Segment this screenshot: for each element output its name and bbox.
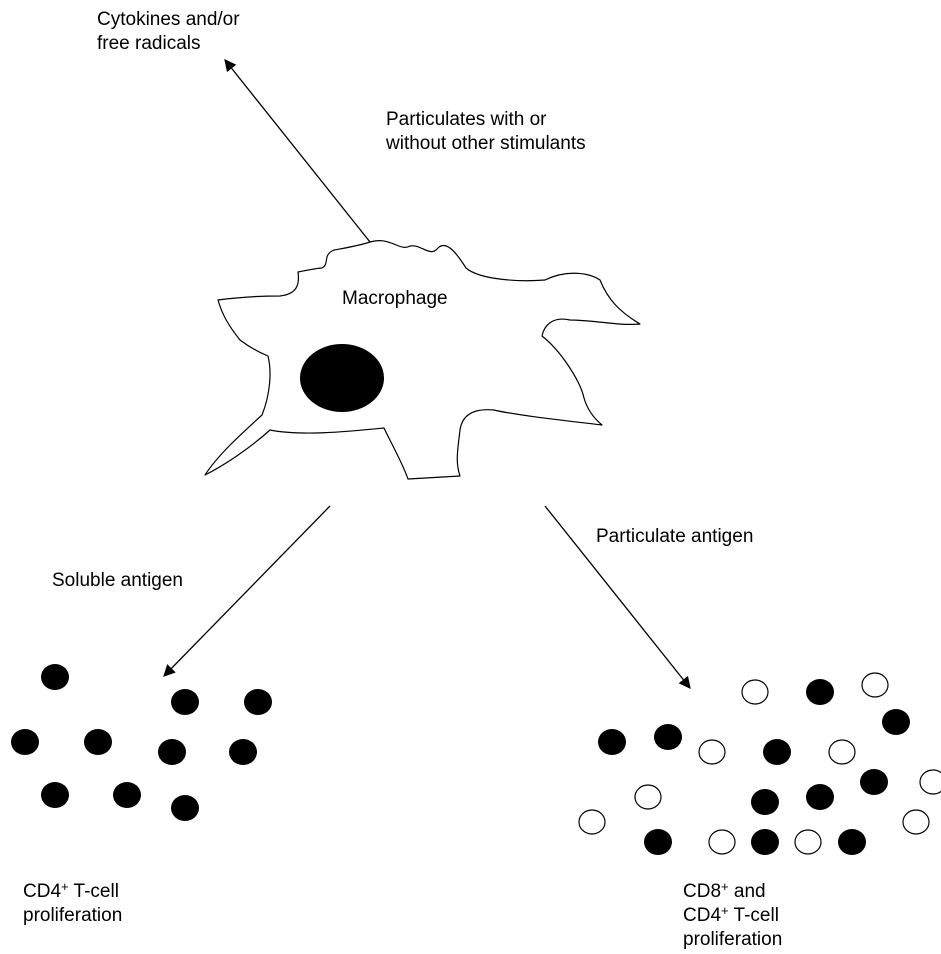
superscript-plus: + [721,879,729,894]
open-cell [578,809,606,835]
macrophage-label: Macrophage [342,288,448,309]
cd8-proliferation-line2: CD4+ T-cell [683,904,782,928]
cd8-term: CD8 [683,881,722,902]
filled-cell [654,724,682,750]
cd4-term: CD4 [683,905,722,926]
cd8-proliferation-line1: CD8+ and [683,880,782,904]
filled-cell [113,782,141,808]
arrow-to-cytokines [224,59,371,243]
t-cell-term: T-cell [68,881,119,902]
t-cell-term: T-cell [728,905,779,926]
open-cell [794,829,822,855]
soluble-antigen-label: Soluble antigen [52,570,183,591]
filled-cell [644,829,672,855]
filled-cell [860,769,888,795]
filled-cell [806,784,834,810]
cd8-proliferation-line3: proliferation [683,929,783,950]
stimulants-label-line1: Particulates with or [386,109,547,130]
filled-cell [84,729,112,755]
filled-cell [806,679,834,705]
arrow-soluble-antigen [163,505,331,677]
particulate-antigen-label: Particulate antigen [596,526,754,547]
filled-cell [751,789,779,815]
filled-cell [229,739,257,765]
open-cell [861,672,889,698]
cytokines-label: Cytokines and/or free radicals [97,8,240,56]
filled-cell [751,829,779,855]
cd4-proliferation-line2: proliferation [23,905,123,926]
and-term: and [728,881,766,902]
stimulants-label-line2: without other stimulants [386,133,586,154]
filled-cell [882,709,910,735]
filled-cell [244,689,272,715]
filled-cell [598,729,626,755]
cd4-proliferation-label: CD4+ T-cell proliferation [23,880,122,928]
cd4-term: CD4 [23,881,62,902]
macrophage-cell-outline [204,240,641,480]
open-cell [698,739,726,765]
mixed-cell-cluster-right [578,672,941,855]
macrophage-nucleus [300,344,384,412]
filled-cell [41,664,69,690]
open-cell [741,679,769,705]
stimulants-label: Particulates with or without other stimu… [386,108,586,156]
cd4-proliferation-line1: CD4+ T-cell [23,880,122,904]
arrow-particulate-antigen [544,505,691,689]
cytokines-label-line2: free radicals [97,33,201,54]
filled-cell [158,739,186,765]
open-cell [902,809,930,835]
open-cell [828,739,856,765]
open-cell [919,769,941,795]
filled-cell [11,729,39,755]
open-cell [708,829,736,855]
filled-cell [171,795,199,821]
open-cell [634,784,662,810]
cytokines-label-line1: Cytokines and/or [97,9,240,30]
filled-cell [763,739,791,765]
filled-cell [171,689,199,715]
superscript-plus: + [61,879,69,894]
filled-cell [838,829,866,855]
cd8-cd4-proliferation-label: CD8+ and CD4+ T-cell proliferation [683,880,782,952]
superscript-plus: + [721,903,729,918]
filled-cell [41,782,69,808]
cd4-cell-cluster-left [11,664,272,821]
